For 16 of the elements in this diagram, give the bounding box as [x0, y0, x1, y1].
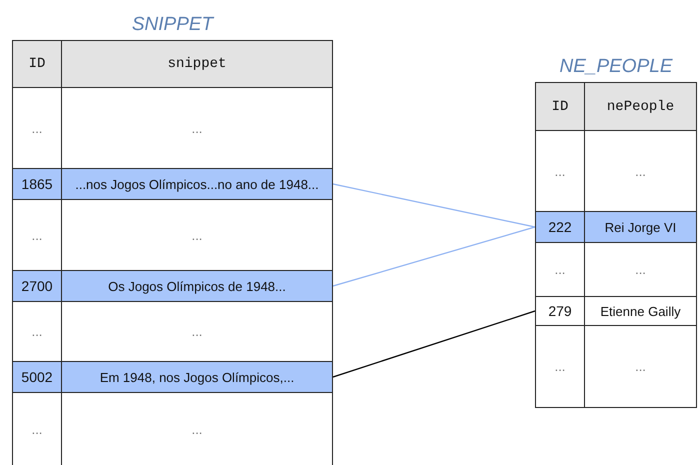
table-title: NE_PEOPLE	[558, 55, 674, 79]
table-cell: ...	[535, 325, 585, 408]
column-header: snippet	[61, 40, 333, 88]
table-row	[535, 296, 697, 326]
table-cell: ...	[584, 325, 697, 408]
column-header: ID	[12, 40, 62, 88]
table-title: SNIPPET	[130, 13, 216, 37]
connector-line	[332, 310, 536, 378]
column-header: ID	[535, 82, 585, 131]
highlighted-row	[12, 270, 333, 302]
highlighted-row	[12, 168, 333, 200]
highlighted-row	[12, 361, 333, 393]
connector-line	[332, 226, 536, 287]
column-header: nePeople	[584, 82, 697, 131]
highlighted-row	[535, 211, 697, 243]
connector-line	[332, 183, 536, 228]
